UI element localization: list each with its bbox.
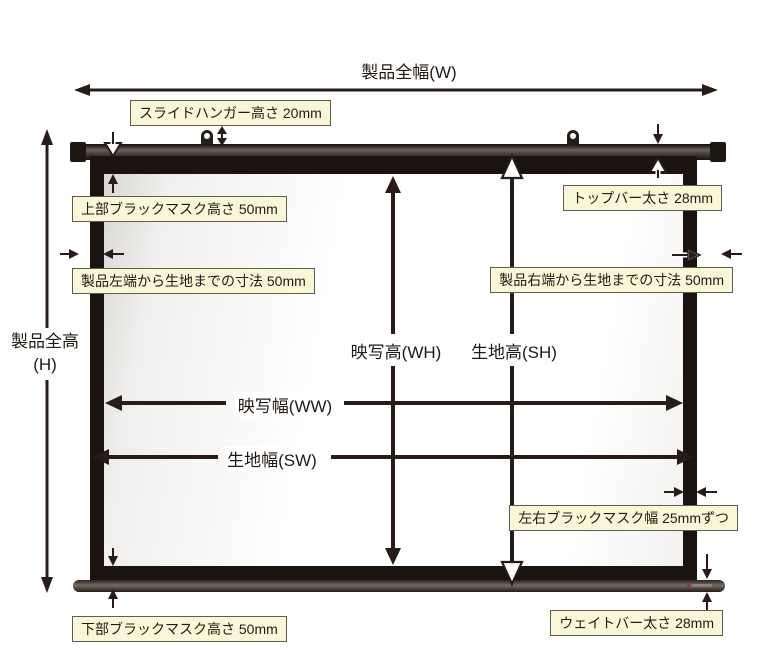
label-product-height-line1: 製品全高 (11, 332, 79, 351)
hanger-hole-icon (204, 133, 210, 139)
arrow-lr-mask (664, 487, 717, 497)
brand-text-blur (692, 584, 712, 587)
dim-product-width-arrow (74, 84, 718, 96)
dimension-lines (41, 84, 742, 611)
title-product-width: 製品全幅(W) (361, 63, 457, 82)
arrow-weight-bar (702, 554, 712, 611)
top-bar-right-cap (710, 142, 726, 162)
callout-bottom-black-mask: 下部ブラックマスク高さ 50mm (72, 616, 287, 642)
callout-slide-hanger: スライドハンガー高さ 20mm (130, 100, 331, 126)
callout-weight-bar-thickness: ウェイトバー太さ 28mm (550, 610, 723, 636)
slide-hanger-left-icon (201, 130, 213, 145)
callout-top-bar-thickness: トップバー太さ 28mm (563, 185, 722, 211)
label-projection-width: 映写幅(WW) (234, 392, 336, 417)
label-projection-height: 映写高(WH) (347, 338, 445, 363)
brand-mark (687, 582, 719, 589)
dim-projection-height-arrow (385, 176, 401, 565)
arrow-top-mask (103, 132, 123, 193)
arrow-left-edge (60, 249, 124, 259)
arrow-slide-hanger (217, 126, 227, 146)
callout-lr-black-mask: 左右ブラックマスク幅 25mmずつ (509, 505, 738, 531)
arrow-right-edge (672, 247, 742, 263)
dim-product-height-arrow (41, 129, 53, 593)
label-fabric-width: 生地幅(SW) (224, 446, 320, 471)
arrow-bottom-mask (108, 548, 118, 608)
brand-dot (687, 584, 690, 587)
callout-left-edge-to-fabric: 製品左端から生地までの寸法 50mm (72, 268, 315, 294)
dim-fabric-width-arrow (92, 449, 694, 465)
callout-right-edge-to-fabric: 製品右端から生地までの寸法 50mm (490, 267, 733, 293)
hanger-hole-icon (570, 133, 576, 139)
label-product-height: 製品全高 (H) (8, 330, 82, 376)
arrow-top-bar-thickness (648, 124, 668, 178)
slide-hanger-right-icon (567, 130, 579, 145)
label-fabric-height: 生地高(SH) (468, 338, 560, 363)
label-product-height-line2: (H) (33, 355, 57, 374)
top-bar-left-cap (70, 142, 86, 162)
weight-bar (73, 580, 725, 592)
dim-projection-width-arrow (105, 395, 683, 411)
callout-top-black-mask: 上部ブラックマスク高さ 50mm (72, 196, 287, 222)
